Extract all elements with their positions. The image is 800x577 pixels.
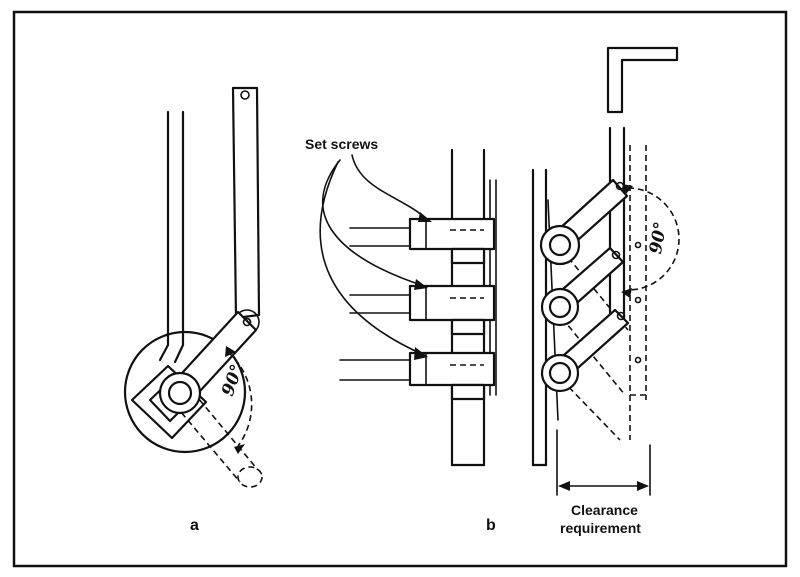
clearance-label-line1: Clearance bbox=[571, 502, 638, 518]
panel-a-label: a bbox=[190, 517, 199, 534]
panel-b-label: b bbox=[486, 517, 496, 534]
figure-border bbox=[12, 10, 788, 568]
set-screws-label: Set screws bbox=[305, 136, 379, 152]
clearance-label-line2: requirement bbox=[560, 520, 641, 536]
panel-b-swing-arms bbox=[531, 46, 680, 496]
panel-a-drawing bbox=[123, 86, 263, 488]
panel-b-collars bbox=[319, 148, 497, 467]
